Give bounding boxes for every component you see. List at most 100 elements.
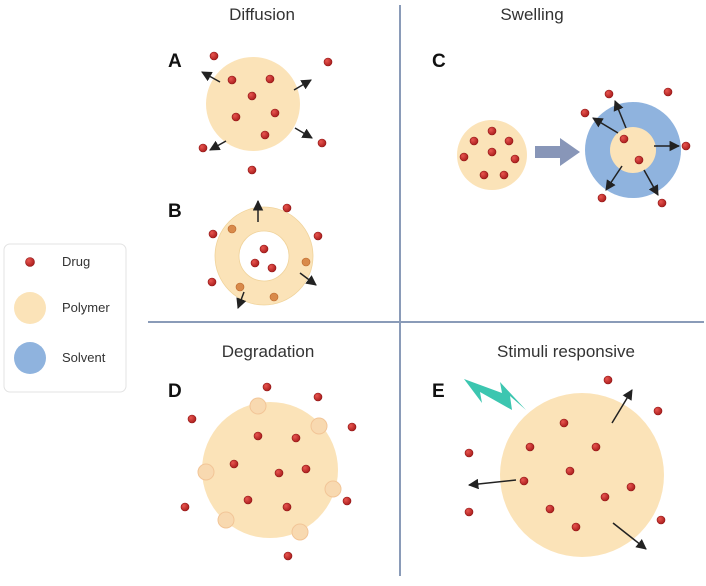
drug-particle (681, 141, 691, 151)
polymer-fragment (249, 397, 267, 415)
panel-e-stimuli-responsive (464, 375, 666, 557)
drug-particle (253, 431, 263, 441)
drug-particle (208, 229, 218, 239)
swelling-transition-arrow (535, 138, 580, 166)
drug-particle-in-shell (301, 257, 311, 267)
drug-particle (187, 414, 197, 424)
panel-letter-d: D (168, 381, 182, 402)
drug-particle (469, 136, 479, 146)
polymer-fragment (197, 463, 215, 481)
panel-letter-e: E (432, 381, 445, 402)
release-arrow (294, 127, 313, 139)
drug-particle (663, 87, 673, 97)
legend-solvent-label: Solvent (62, 350, 106, 365)
drug-particle (270, 108, 280, 118)
drug-particle (231, 112, 241, 122)
drug-particle (227, 75, 237, 85)
panel-c-swelling (457, 87, 691, 208)
drug-particle (545, 504, 555, 514)
polymer-fragment (324, 480, 342, 498)
swelling-title: Swelling (500, 5, 563, 24)
drug-particle (262, 382, 272, 392)
drug-particle (634, 155, 644, 165)
drug-particle (487, 126, 497, 136)
drug-particle (464, 448, 474, 458)
drug-particle (274, 468, 284, 478)
drug-particle (207, 277, 217, 287)
polymer-fragment (310, 417, 328, 435)
inner-shell-edge (238, 230, 290, 282)
drug-particle (519, 476, 529, 486)
drug-particle (619, 134, 629, 144)
release-arrow (592, 117, 619, 134)
panel-letter-c: C (432, 51, 446, 72)
drug-particle (510, 154, 520, 164)
drug-particle (600, 492, 610, 502)
drug-particle (459, 152, 469, 162)
stimuli-responsive-title: Stimuli responsive (497, 342, 635, 361)
drug-particle (260, 130, 270, 140)
legend-drug-swatch (25, 257, 35, 267)
drug-particle (243, 495, 253, 505)
drug-particle (499, 170, 509, 180)
degradation-title: Degradation (222, 342, 315, 361)
drug-particle (229, 459, 239, 469)
legend-drug-label: Drug (62, 254, 90, 269)
drug-particle (656, 515, 666, 525)
panel-letter-b: B (168, 201, 182, 222)
release-arrow (611, 389, 633, 424)
lightning-bolt-icon (464, 379, 526, 410)
drug-particle (267, 263, 277, 273)
polymer-matrix (206, 57, 300, 151)
legend: Drug Polymer Solvent (3, 243, 127, 393)
drug-particle (347, 422, 357, 432)
legend-polymer-swatch (14, 292, 46, 324)
drug-particle (198, 143, 208, 153)
release-arrow (612, 522, 647, 550)
drug-particle (247, 165, 257, 175)
drug-particle (250, 258, 260, 268)
release-arrow (299, 272, 317, 286)
release-arrow (605, 165, 623, 191)
drug-particle (180, 502, 190, 512)
drug-particle (525, 442, 535, 452)
drug-particle (259, 244, 269, 254)
drug-particle (342, 496, 352, 506)
legend-solvent-swatch (14, 342, 46, 374)
release-arrow (201, 71, 221, 83)
polymer-fragment (291, 523, 309, 541)
drug-particle-in-shell (227, 224, 237, 234)
drug-particle (283, 551, 293, 561)
drug-particle (282, 502, 292, 512)
outer-shell-edge (214, 206, 314, 306)
drug-particle-in-shell (235, 282, 245, 292)
degrading-polymer (202, 402, 338, 538)
drug-particle-in-shell (269, 292, 279, 302)
drug-particle (571, 522, 581, 532)
drug-particle (657, 198, 667, 208)
polymer-shell (215, 207, 313, 305)
drug-particle (247, 91, 257, 101)
drug-particle (313, 231, 323, 241)
drug-particle (464, 507, 474, 517)
panel-a-diffusion-matrix (198, 51, 333, 175)
drug-particle (487, 147, 497, 157)
drug-particle (301, 464, 311, 474)
drug-particle (626, 482, 636, 492)
drug-particle (565, 466, 575, 476)
release-arrow (467, 478, 517, 490)
release-arrow (209, 140, 227, 151)
panel-b-diffusion-reservoir (207, 199, 323, 309)
swollen-polymer-core (610, 127, 656, 173)
drug-particle (282, 203, 292, 213)
drug-particle (603, 375, 613, 385)
drug-particle (504, 136, 514, 146)
release-arrow (643, 169, 659, 196)
drug-particle (597, 193, 607, 203)
drug-particle (604, 89, 614, 99)
drug-particle (591, 442, 601, 452)
responsive-polymer (500, 393, 664, 557)
diffusion-title: Diffusion (229, 5, 295, 24)
drug-particle (265, 74, 275, 84)
